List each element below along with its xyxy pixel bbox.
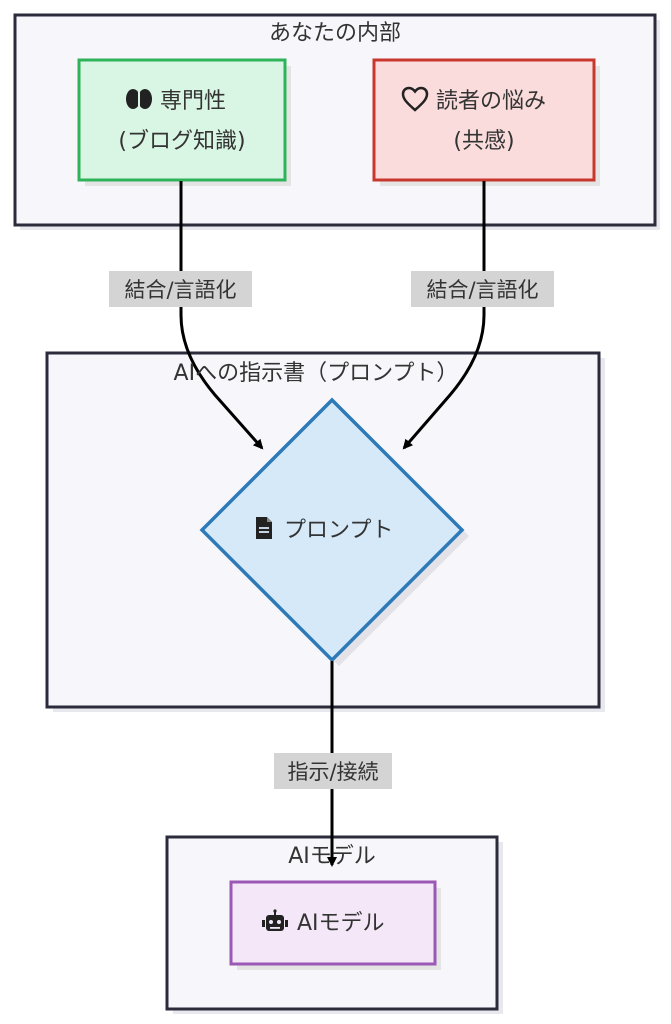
robot-icon [262, 909, 288, 931]
file-icon [256, 517, 272, 539]
edge-label-left: 結合/言語化 [109, 271, 252, 307]
expertise-line2: (ブログ知識) [118, 129, 245, 154]
prompt-label: プロンプト [284, 518, 393, 543]
edge-label-right: 結合/言語化 [411, 271, 554, 307]
expertise-line1: 専門性 [160, 89, 226, 114]
ai-label: AIモデル [297, 911, 385, 936]
pain-line1: 読者の悩み [436, 89, 546, 114]
cluster-model-title: AIモデル [288, 844, 376, 869]
cluster-inner-title: あなたの内部 [269, 21, 401, 46]
node-prompt[interactable]: プロンプト [199, 397, 469, 666]
node-expertise[interactable]: 専門性 (ブログ知識) [77, 58, 291, 186]
node-pain[interactable]: 読者の悩み (共感) [372, 58, 600, 186]
edge-label-left-text: 結合/言語化 [124, 278, 236, 302]
edge-label-right-text: 結合/言語化 [426, 278, 538, 302]
node-ai[interactable]: AIモデル [229, 880, 441, 970]
edge-pain-to-prompt [402, 181, 486, 450]
edge-label-down: 指示/接続 [274, 753, 392, 789]
edge-expertise-to-prompt [179, 181, 264, 450]
heart-icon [401, 86, 429, 112]
brain-icon [126, 89, 152, 109]
edge-label-down-text: 指示/接続 [287, 760, 378, 784]
cluster-prompt-title: AIへの指示書（プロンプト） [174, 361, 459, 386]
pain-line2: (共感) [453, 129, 514, 154]
